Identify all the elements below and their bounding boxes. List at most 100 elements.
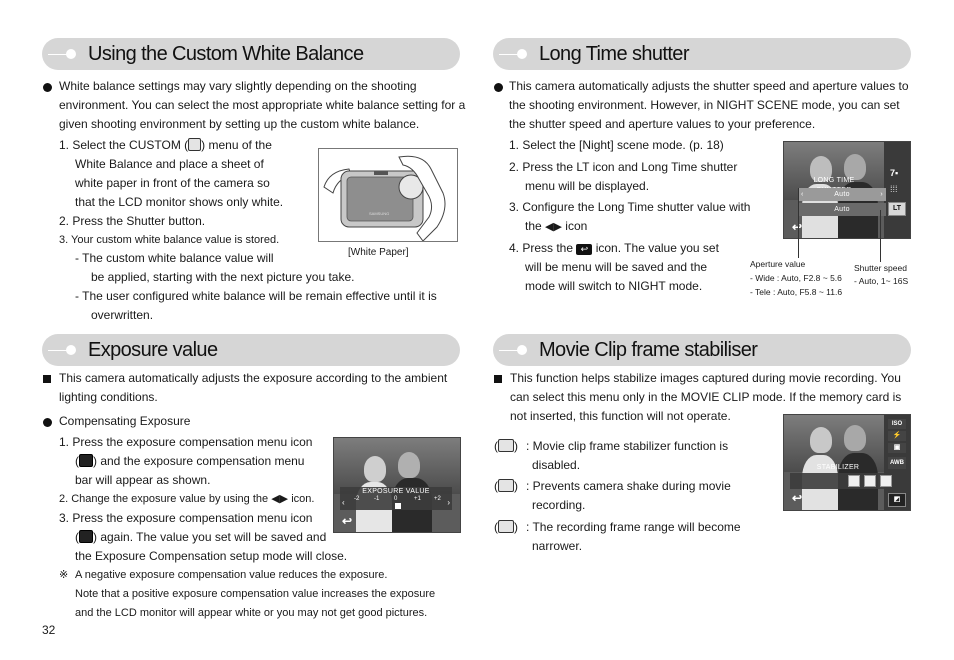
exposure-tick: -2 — [354, 496, 360, 502]
header-line — [48, 53, 74, 55]
square-bullet — [43, 375, 51, 383]
exposure-compensation-icon — [79, 454, 93, 467]
step-1: 1. Select the [Night] scene mode. (p. 18… — [509, 138, 724, 152]
step-3: 3. Press the exposure compensation menu … — [59, 511, 313, 525]
lcd-side-panel — [884, 142, 910, 238]
left-arrow-icon: ‹ — [342, 498, 345, 507]
stabilizer-frame-icon — [498, 520, 514, 533]
exposure-bar-label: EXPOSURE VALUE — [340, 487, 452, 496]
stabilizer-on-option — [864, 475, 876, 487]
aperture-label: Aperture value — [750, 259, 806, 269]
iso-icon: ISO — [888, 419, 906, 429]
person-figure — [844, 425, 866, 451]
shutter-range: - Auto, 1~ 16S — [854, 276, 909, 286]
scene-icon: 7▪ — [890, 168, 899, 178]
step-1: 1. Press the exposure compensation menu … — [59, 435, 313, 449]
exposure-tick: -1 — [374, 496, 380, 502]
step-4: 4. Press the ↩ icon. The value you set — [509, 241, 719, 255]
stabilizer-frame-option — [880, 475, 892, 487]
step-1-line: White Balance and place a sheet of — [75, 157, 264, 171]
step-1-line: () and the exposure compensation menu — [75, 454, 305, 468]
option-text: narrower. — [532, 539, 583, 553]
section-title: Movie Clip frame stabiliser — [539, 339, 758, 361]
bullet — [43, 418, 52, 427]
right-arrow-icon: › — [880, 191, 883, 198]
step-4-line: mode will switch to NIGHT mode. — [525, 279, 703, 293]
aperture-row: ‹ Auto › — [798, 188, 886, 201]
aperture-callout-line — [798, 188, 799, 258]
note-line: Note that a positive exposure compensati… — [75, 588, 436, 600]
header-line — [48, 349, 74, 351]
stabiliser-option-off: () — [494, 439, 518, 453]
note-line: A negative exposure compensation value r… — [75, 569, 388, 581]
stabiliser-option-on: () — [494, 479, 518, 493]
section-header-exposure: Exposure value — [42, 334, 460, 366]
exposure-icon: ◩ — [888, 493, 906, 507]
paragraph-line: This camera automatically adjusts the sh… — [509, 79, 909, 93]
option-text: recording. — [532, 498, 586, 512]
menu-title: LONG TIME SHUTTER — [813, 177, 855, 194]
flash-icon: ⚡ — [888, 431, 906, 441]
step-2: 2. Press the Shutter button. — [59, 214, 206, 228]
person-figure — [810, 156, 832, 182]
return-icon: ↩ — [792, 220, 802, 234]
custom-wb-icon — [188, 138, 202, 151]
paragraph-line: lighting conditions. — [59, 390, 158, 404]
exposure-tick: +1 — [414, 496, 421, 502]
step-3: 3. Your custom white balance value is st… — [59, 234, 280, 246]
person-figure — [364, 456, 386, 482]
stabilizer-off-icon — [498, 439, 514, 452]
dash-item-line: be applied, starting with the next pictu… — [91, 270, 355, 284]
paragraph-line: This function helps stabilize images cap… — [510, 371, 901, 385]
grid-icon: ⁞⁞⁞ — [890, 184, 898, 194]
lt-icon: LT — [888, 202, 906, 216]
section-header-stabiliser: Movie Clip frame stabiliser — [493, 334, 911, 366]
paragraph-line: This camera automatically adjusts the ex… — [59, 371, 448, 385]
header-line — [499, 53, 525, 55]
step-1-line: bar will appear as shown. — [75, 473, 211, 487]
illustration-caption: [White Paper] — [348, 247, 409, 258]
right-arrow-icon: › — [447, 498, 450, 507]
exposure-lcd-screen: EXPOSURE VALUE ‹ -2 -1 0 +1 +2 › ↩ — [333, 437, 461, 533]
subheading: Compensating Exposure — [59, 414, 191, 428]
person-figure — [844, 154, 866, 180]
step-1-line: white paper in front of the camera so — [75, 176, 270, 190]
awb-icon: AWB — [888, 457, 906, 469]
frame-icon: ▣ — [888, 443, 906, 453]
exposure-tick: +2 — [434, 496, 441, 502]
header-dot — [517, 49, 527, 59]
dash-item-line: overwritten. — [91, 308, 154, 322]
person-figure — [398, 452, 420, 478]
shutter-callout-line — [880, 210, 881, 262]
section-title: Exposure value — [88, 339, 218, 361]
bullet — [494, 83, 503, 92]
step-3-line: () again. The value you set will be save… — [75, 530, 327, 544]
option-text: : Prevents camera shake during movie — [526, 479, 731, 493]
paragraph-line: environment. You can select the most app… — [59, 98, 466, 112]
left-arrow-icon: ‹ — [801, 191, 804, 198]
option-text: disabled. — [532, 458, 581, 472]
stabilizer-options-row — [790, 473, 892, 489]
option-text: : Movie clip frame stabilizer function i… — [526, 439, 729, 453]
stabiliser-lcd-screen: ISO ⚡ ▣ AWB STABILIZER ◩ ↩ — [783, 414, 911, 511]
dash-item: - The custom white balance value will — [75, 251, 274, 265]
camera-white-paper-illustration: SAMSUNG — [318, 148, 458, 242]
camera-hands-drawing: SAMSUNG — [323, 155, 446, 241]
paragraph-line: not inserted, this function will not ope… — [510, 409, 731, 423]
note-line: and the LCD monitor will appear white or… — [75, 607, 428, 619]
step-1-line: that the LCD monitor shows only white. — [75, 195, 284, 209]
paragraph-line: given shooting environment by setting up… — [59, 117, 420, 131]
aperture-tele: - Tele : Auto, F5.8 ~ 11.6 — [750, 287, 843, 297]
header-dot — [517, 345, 527, 355]
step-1: 1. Select the CUSTOM () menu of the — [59, 138, 272, 152]
step-3-line: the ◀▶ icon — [525, 219, 588, 233]
step-2-line: menu will be displayed. — [525, 179, 650, 193]
step-4-line: will be menu will be saved and the — [525, 260, 708, 274]
step-2: 2. Press the LT icon and Long Time shutt… — [509, 160, 738, 174]
stabilizer-label: STABILIZER — [816, 464, 860, 471]
section-header-long-shutter: Long Time shutter — [493, 38, 911, 70]
section-title: Long Time shutter — [539, 43, 689, 65]
paragraph-line: the shooting environment. However, in NI… — [509, 98, 900, 112]
note-mark: ※ — [59, 569, 69, 581]
paragraph-line: the shutter speed and aperture values to… — [509, 117, 816, 131]
